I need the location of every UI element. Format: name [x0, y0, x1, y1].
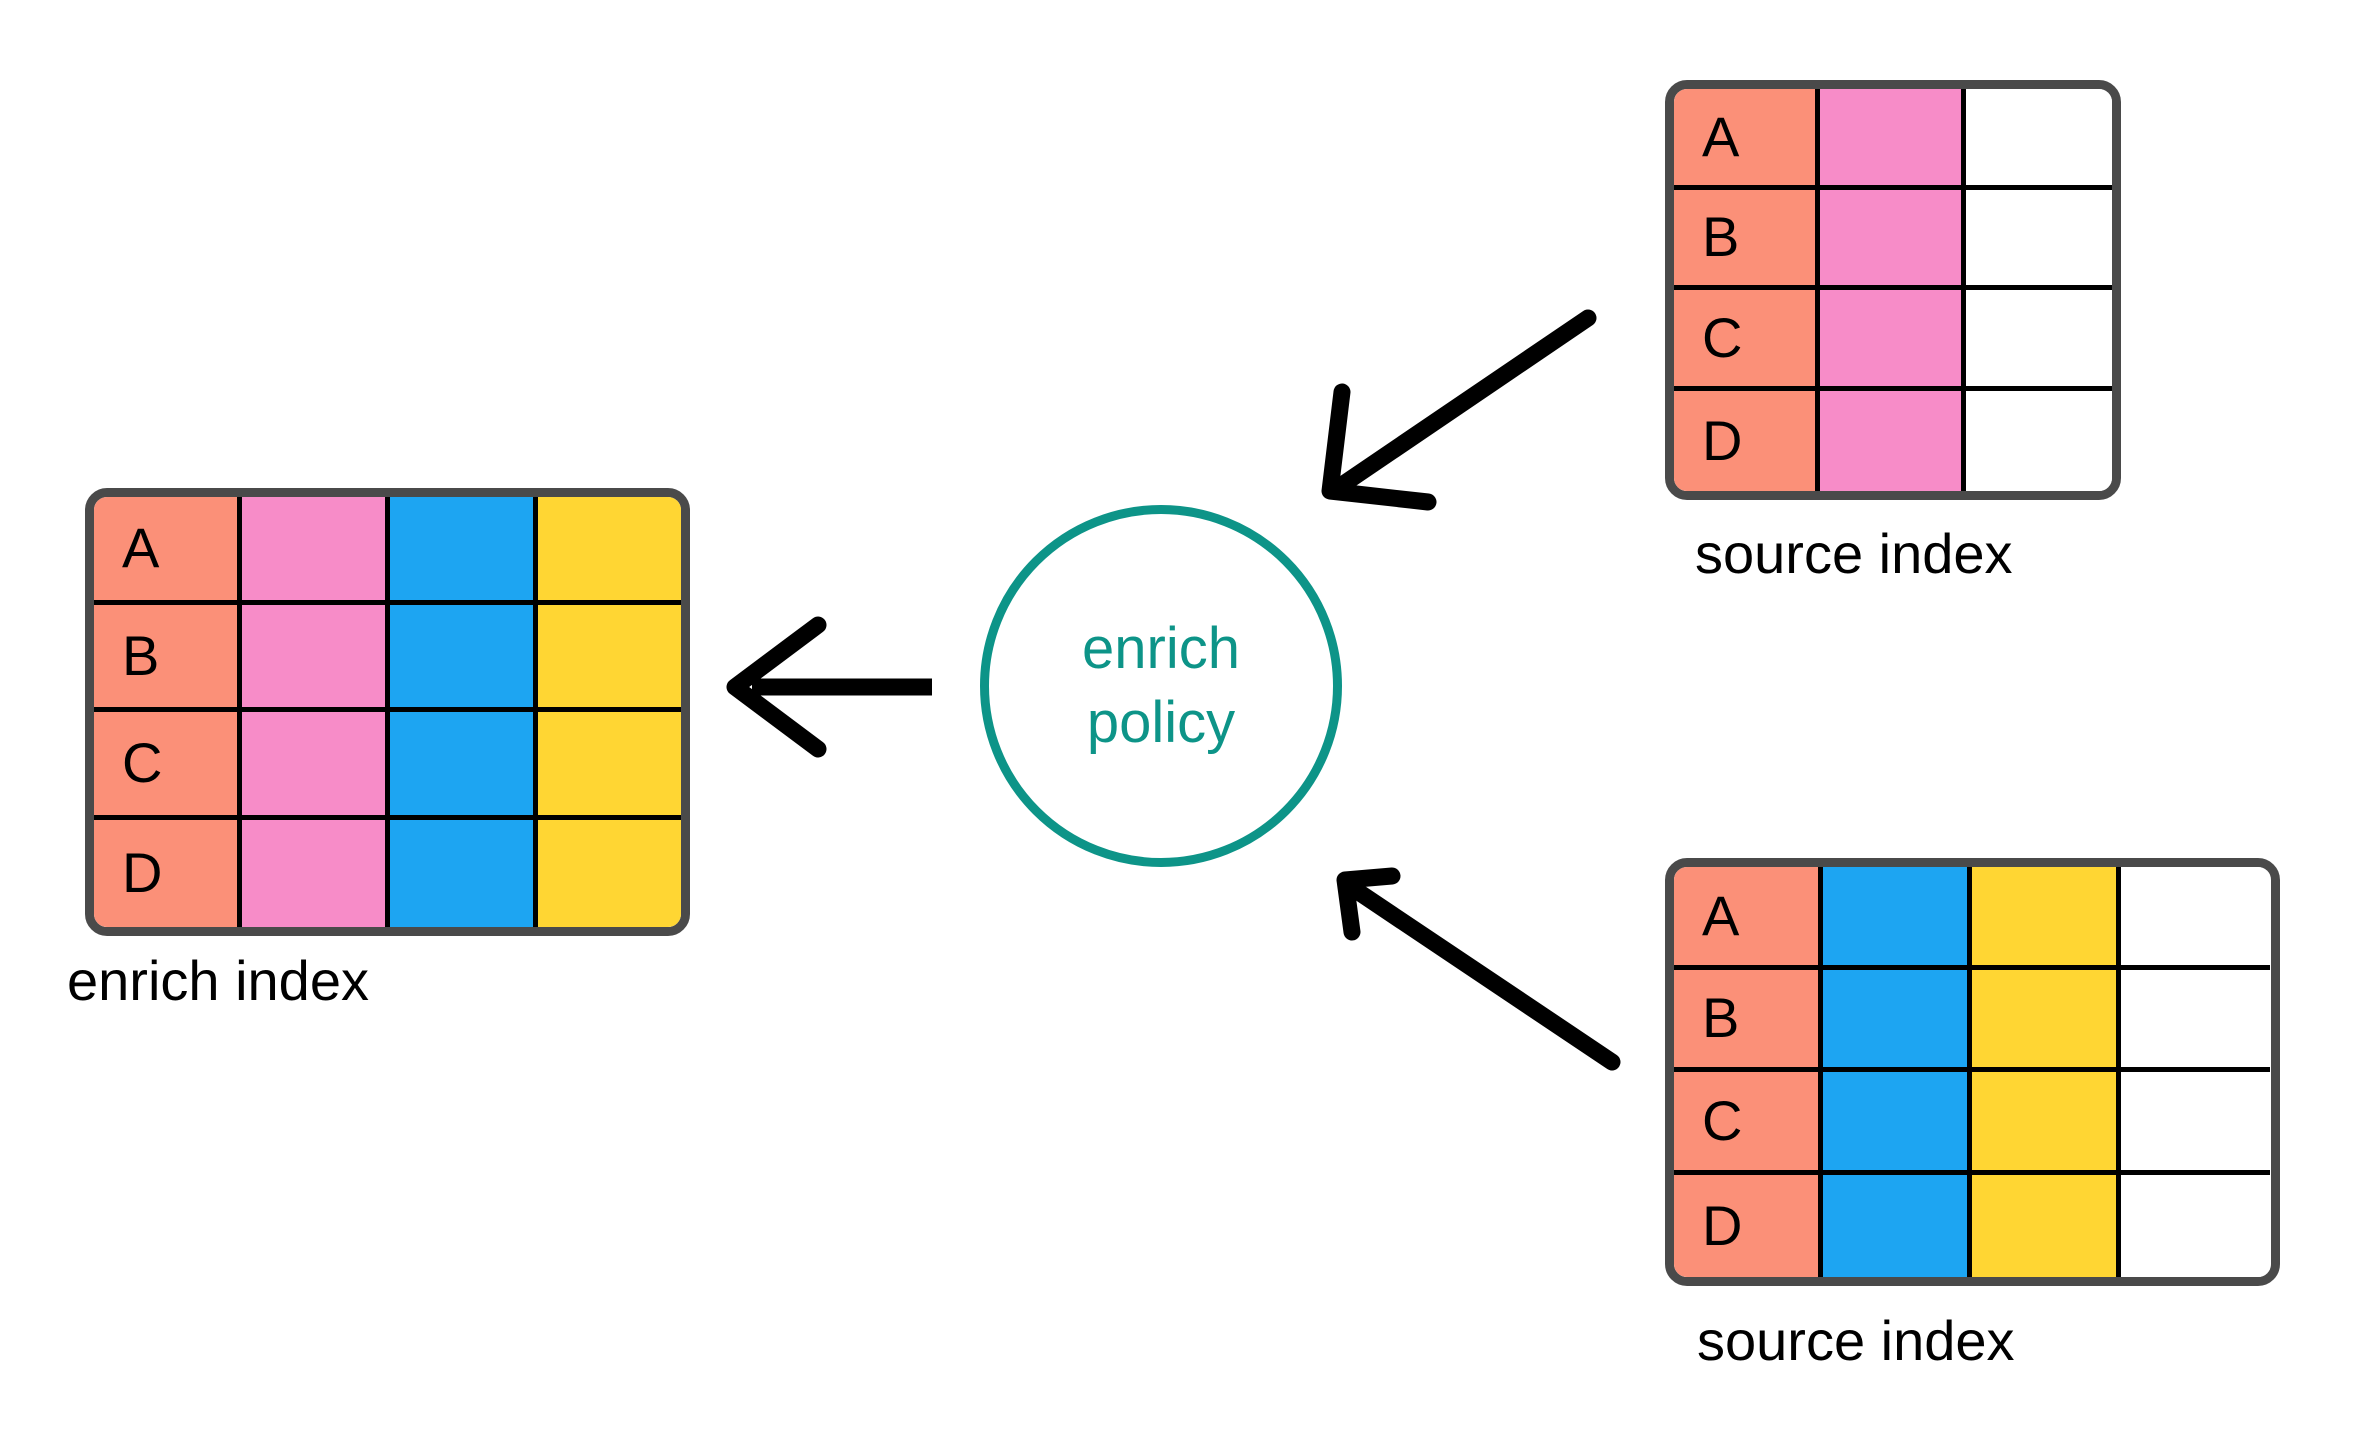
table-row: B — [1674, 189, 2112, 290]
field-cell — [1966, 290, 2112, 391]
field-cell — [1823, 867, 1972, 970]
key-cell: C — [1674, 290, 1820, 391]
field-cell — [1972, 867, 2121, 970]
field-cell — [1972, 1072, 2121, 1175]
key-cell: C — [94, 712, 242, 820]
field-cell — [242, 604, 390, 712]
field-cell — [390, 604, 538, 712]
table-row: C — [1674, 1072, 2271, 1175]
field-cell — [538, 497, 681, 605]
field-cell — [1966, 89, 2112, 190]
field-cell — [1966, 390, 2112, 491]
key-cell: B — [1674, 189, 1820, 290]
table-row: D — [1674, 390, 2112, 491]
field-cell — [1823, 1072, 1972, 1175]
table-row: C — [94, 712, 681, 820]
field-cell — [2121, 969, 2270, 1072]
table-row: A — [1674, 867, 2271, 970]
field-cell — [242, 712, 390, 820]
key-cell: D — [1674, 1174, 1823, 1277]
arrow-policy-to-enrich-index — [726, 616, 932, 758]
key-cell: B — [94, 604, 242, 712]
table-row: B — [1674, 969, 2271, 1072]
field-cell — [2121, 867, 2270, 970]
field-cell — [242, 819, 390, 927]
field-cell — [390, 819, 538, 927]
key-cell: D — [94, 819, 242, 927]
field-cell — [1820, 189, 1966, 290]
field-cell — [538, 712, 681, 820]
arrow-bottom-source-to-policy — [1336, 867, 1621, 1071]
field-cell — [1820, 290, 1966, 391]
enrich-policy-label: enrich policy — [1082, 615, 1240, 755]
field-cell — [242, 497, 390, 605]
field-cell — [1972, 1174, 2121, 1277]
key-cell: D — [1674, 390, 1820, 491]
table-row: B — [94, 604, 681, 712]
enrich-index-caption: enrich index — [67, 949, 369, 1012]
field-cell — [1820, 390, 1966, 491]
arrow-top-source-to-policy — [1321, 309, 1597, 511]
field-cell — [1823, 1174, 1972, 1277]
key-cell: C — [1674, 1072, 1823, 1175]
field-cell — [390, 497, 538, 605]
source-index-bottom-caption: source index — [1697, 1309, 2015, 1372]
key-cell: A — [1674, 867, 1823, 970]
table-row: D — [94, 819, 681, 927]
field-cell — [2121, 1174, 2270, 1277]
field-cell — [390, 712, 538, 820]
field-cell — [1972, 969, 2121, 1072]
field-cell — [538, 819, 681, 927]
field-cell — [2121, 1072, 2270, 1175]
field-cell — [1820, 89, 1966, 190]
key-cell: A — [94, 497, 242, 605]
key-cell: A — [1674, 89, 1820, 190]
field-cell — [1966, 189, 2112, 290]
table-row: D — [1674, 1174, 2271, 1277]
table-row: C — [1674, 290, 2112, 391]
field-cell — [1823, 969, 1972, 1072]
table-row: A — [1674, 89, 2112, 190]
enrich-policy-circle[interactable]: enrich policy — [980, 505, 1342, 867]
source-index-top-caption: source index — [1695, 522, 2013, 585]
key-cell: B — [1674, 969, 1823, 1072]
table-row: A — [94, 497, 681, 605]
field-cell — [538, 604, 681, 712]
